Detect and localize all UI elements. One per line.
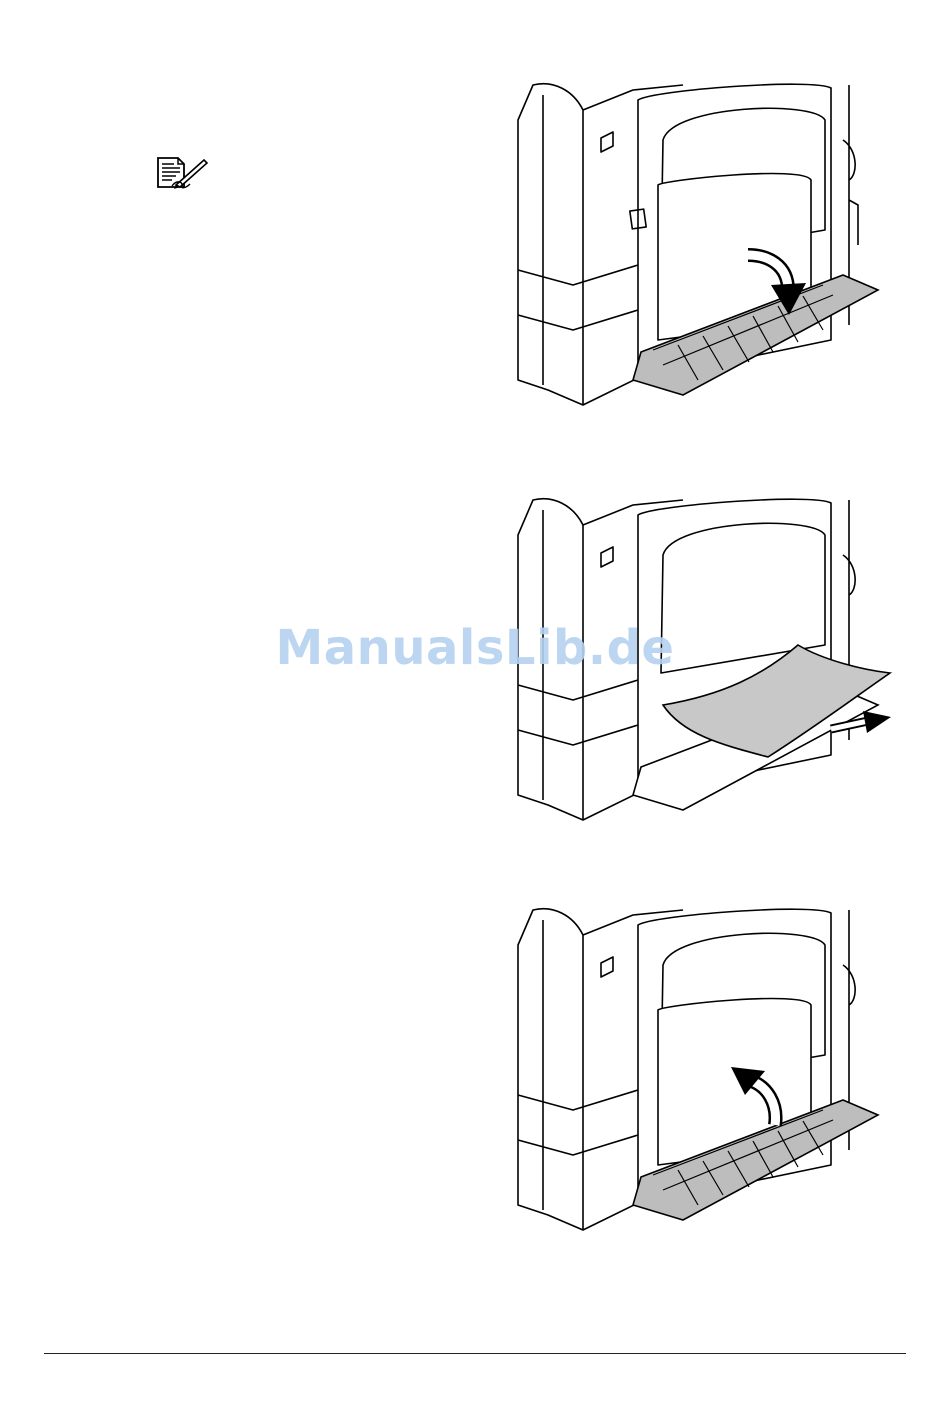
- footer-divider: [44, 1353, 906, 1354]
- note-pencil-icon: [156, 156, 210, 190]
- watermark-text: ManualsLib.de: [0, 620, 950, 676]
- figure-open-cover: [513, 80, 895, 414]
- figure-close-cover: [513, 905, 895, 1239]
